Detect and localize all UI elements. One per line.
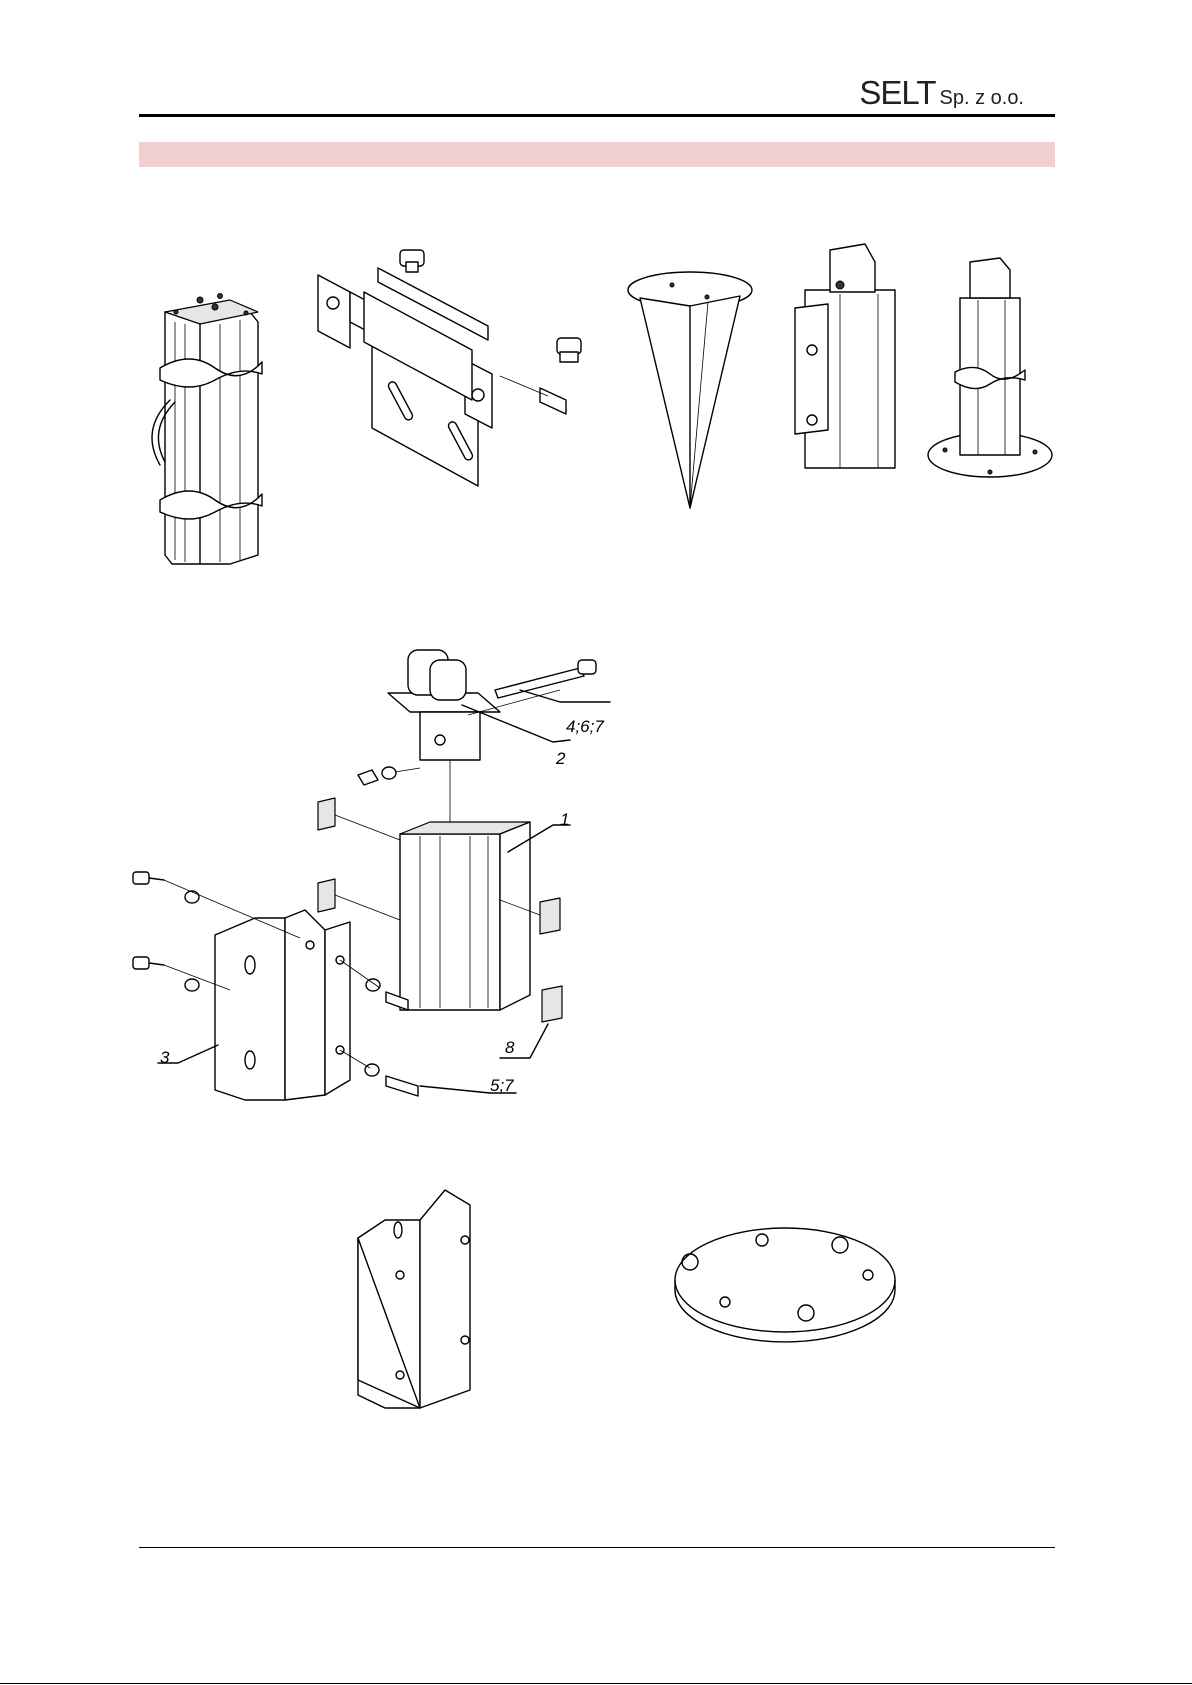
callout-5-7: 5;7: [490, 1076, 514, 1095]
floor-stand-drawing: [928, 258, 1052, 477]
exploded-assembly-drawing: [133, 650, 610, 1100]
callout-8: 8: [505, 1038, 515, 1057]
column-speaker-drawing: [152, 294, 262, 565]
page-bottom-edge: [0, 1683, 1192, 1684]
pole-adapter-drawing: [795, 244, 895, 468]
callout-2: 2: [555, 749, 566, 768]
callout-1: 1: [560, 810, 569, 829]
callout-4-6-7: 4;6;7: [566, 717, 604, 736]
wall-bracket-drawing: [318, 250, 581, 486]
u-bracket-drawing: [358, 1190, 470, 1408]
ground-spike-drawing: [628, 272, 752, 508]
footer-rule: [139, 1547, 1055, 1548]
round-base-plate-drawing: [675, 1228, 895, 1342]
callout-3: 3: [160, 1048, 170, 1067]
